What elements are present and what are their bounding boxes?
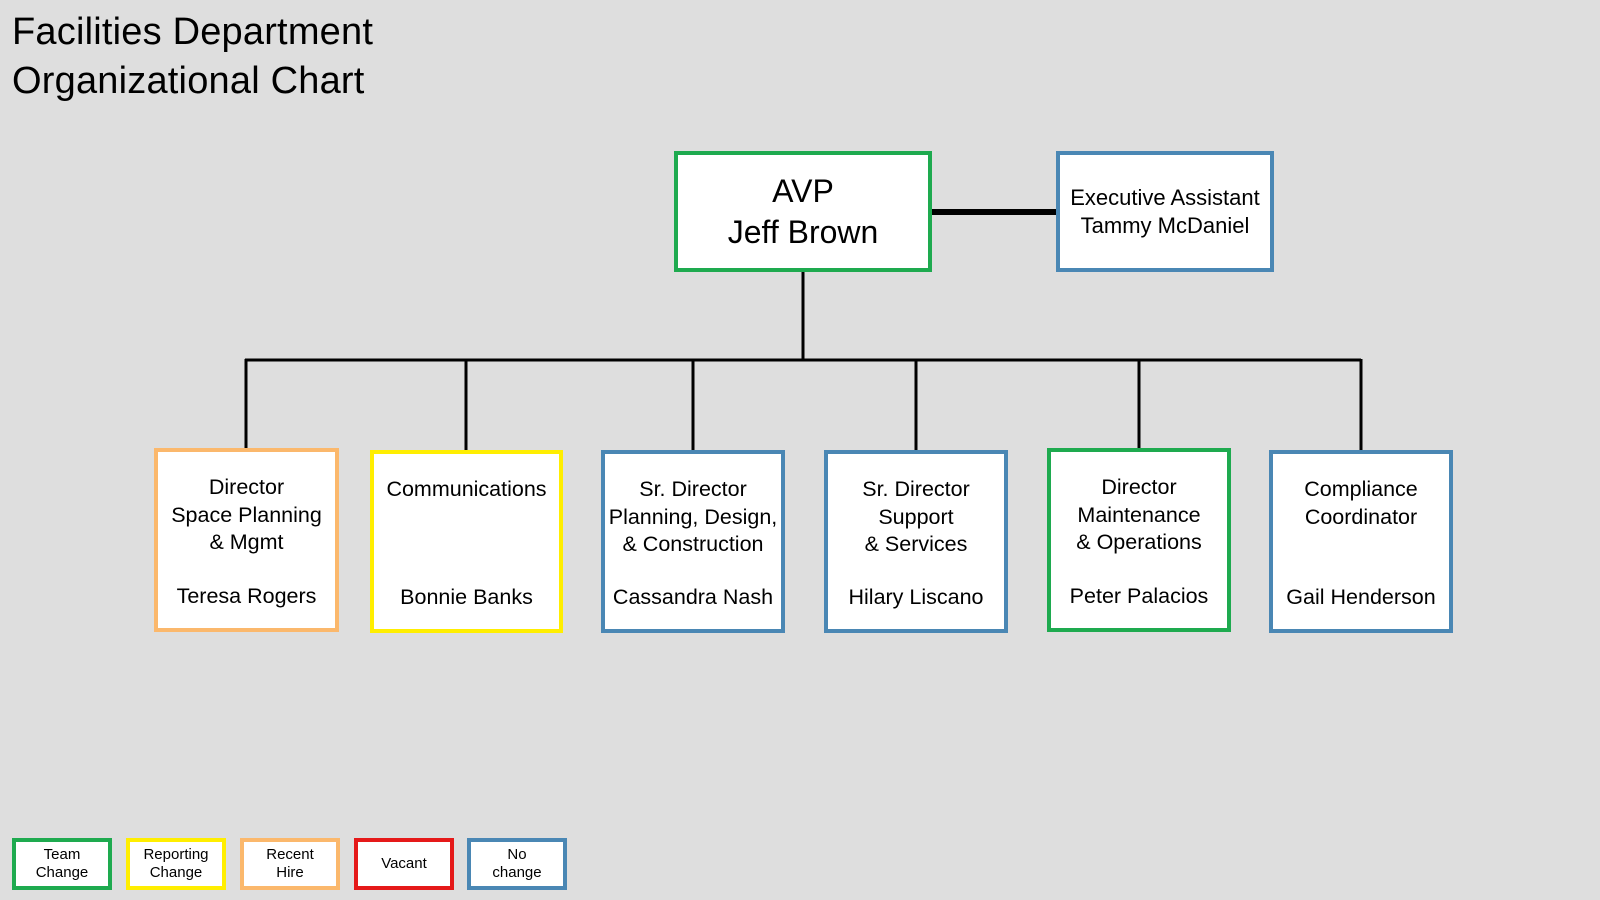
unit-role-line: Coordinator (1304, 504, 1418, 529)
unit-role-line (1304, 531, 1418, 559)
unit-role-line: Maintenance (1077, 502, 1201, 527)
unit-box-communications[interactable]: Communications Bonnie Banks (370, 450, 563, 633)
chart-title-line-2: Organizational Chart (12, 60, 365, 102)
unit-role-line (386, 531, 546, 559)
unit-role-line: Sr. Director (862, 477, 970, 501)
unit-role-line: Communications (386, 477, 547, 501)
unit-role-line: & Services (864, 532, 968, 556)
unit-role-line: Space Planning (171, 502, 322, 527)
unit-role: Director Space Planning & Mgmt (171, 474, 322, 557)
avp-name: Jeff Brown (727, 213, 879, 250)
unit-role-line: Director (1101, 475, 1177, 499)
legend-recent-hire: Recent Hire (240, 838, 340, 890)
legend-label-line: Team (43, 846, 81, 863)
legend-label-line: Change (149, 864, 203, 881)
unit-role-line: Support (878, 504, 954, 529)
avp-box[interactable]: AVP Jeff Brown (674, 151, 932, 272)
legend-label-line: Recent (266, 846, 314, 863)
chart-title: Facilities Department Organizational Cha… (12, 8, 373, 106)
unit-box-space-planning[interactable]: Director Space Planning & Mgmt Teresa Ro… (154, 448, 339, 632)
legend-label-line: change (492, 864, 542, 881)
avp-role: AVP (772, 172, 834, 209)
unit-person-name: Peter Palacios (1069, 583, 1209, 608)
unit-box-support-services[interactable]: Sr. Director Support & Services Hilary L… (824, 450, 1008, 633)
unit-role-line: & Construction (622, 532, 764, 556)
legend-team-change: Team Change (12, 838, 112, 890)
legend-label-line: No (507, 846, 527, 863)
unit-person-name: Cassandra Nash (612, 584, 774, 609)
chart-title-line-1: Facilities Department (12, 11, 374, 53)
unit-role: Sr. Director Support & Services (862, 476, 970, 559)
unit-role-line: & Mgmt (209, 530, 284, 554)
unit-role-line (386, 504, 546, 532)
unit-role-line: Planning, Design, (608, 504, 778, 529)
executive-assistant-box[interactable]: Executive Assistant Tammy McDaniel (1056, 151, 1274, 272)
legend-vacant: Vacant (354, 838, 454, 890)
unit-role-line: Director (208, 475, 285, 499)
unit-role: Director Maintenance & Operations (1076, 474, 1201, 557)
unit-role: Communications (386, 476, 546, 559)
legend-label-line: Change (35, 864, 89, 881)
unit-role-line: Compliance (1304, 477, 1418, 501)
unit-box-maintenance-operations[interactable]: Director Maintenance & Operations Peter … (1047, 448, 1231, 632)
legend-label-line: Hire (276, 864, 304, 881)
legend-no-change: No change (467, 838, 567, 890)
legend-reporting-change: Reporting Change (126, 838, 226, 890)
unit-box-compliance[interactable]: Compliance Coordinator Gail Henderson (1269, 450, 1453, 633)
unit-role: Sr. Director Planning, Design, & Constru… (609, 476, 778, 559)
executive-assistant-name: Tammy McDaniel (1080, 212, 1250, 238)
unit-role-line: Sr. Director (639, 477, 747, 501)
unit-box-planning-design-construction[interactable]: Sr. Director Planning, Design, & Constru… (601, 450, 785, 633)
executive-assistant-role: Executive Assistant (1070, 184, 1260, 210)
legend-label-line: Vacant (381, 855, 427, 872)
unit-role: Compliance Coordinator (1304, 476, 1418, 559)
unit-person-name: Teresa Rogers (176, 583, 317, 608)
unit-person-name: Gail Henderson (1286, 584, 1436, 609)
unit-person-name: Hilary Liscano (848, 584, 984, 609)
legend-label-line: Reporting (143, 846, 209, 863)
unit-person-name: Bonnie Banks (400, 584, 533, 609)
unit-role-line: & Operations (1076, 530, 1202, 554)
